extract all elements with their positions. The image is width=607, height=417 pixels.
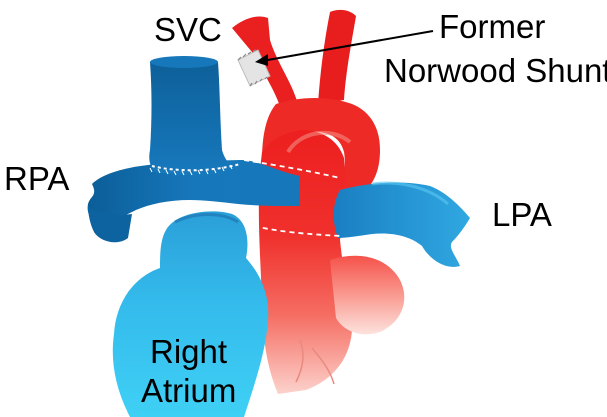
label-right: Right (150, 333, 227, 370)
label-former: Former (439, 8, 545, 45)
svc-vessel (149, 56, 236, 175)
label-svc: SVC (154, 11, 222, 48)
label-atrium: Atrium (141, 372, 236, 409)
label-lpa: LPA (492, 196, 552, 233)
pulmonary-artery-lpa (334, 183, 470, 267)
label-rpa: RPA (4, 160, 69, 197)
label-norwood-shunt: Norwood Shunt (384, 52, 607, 89)
